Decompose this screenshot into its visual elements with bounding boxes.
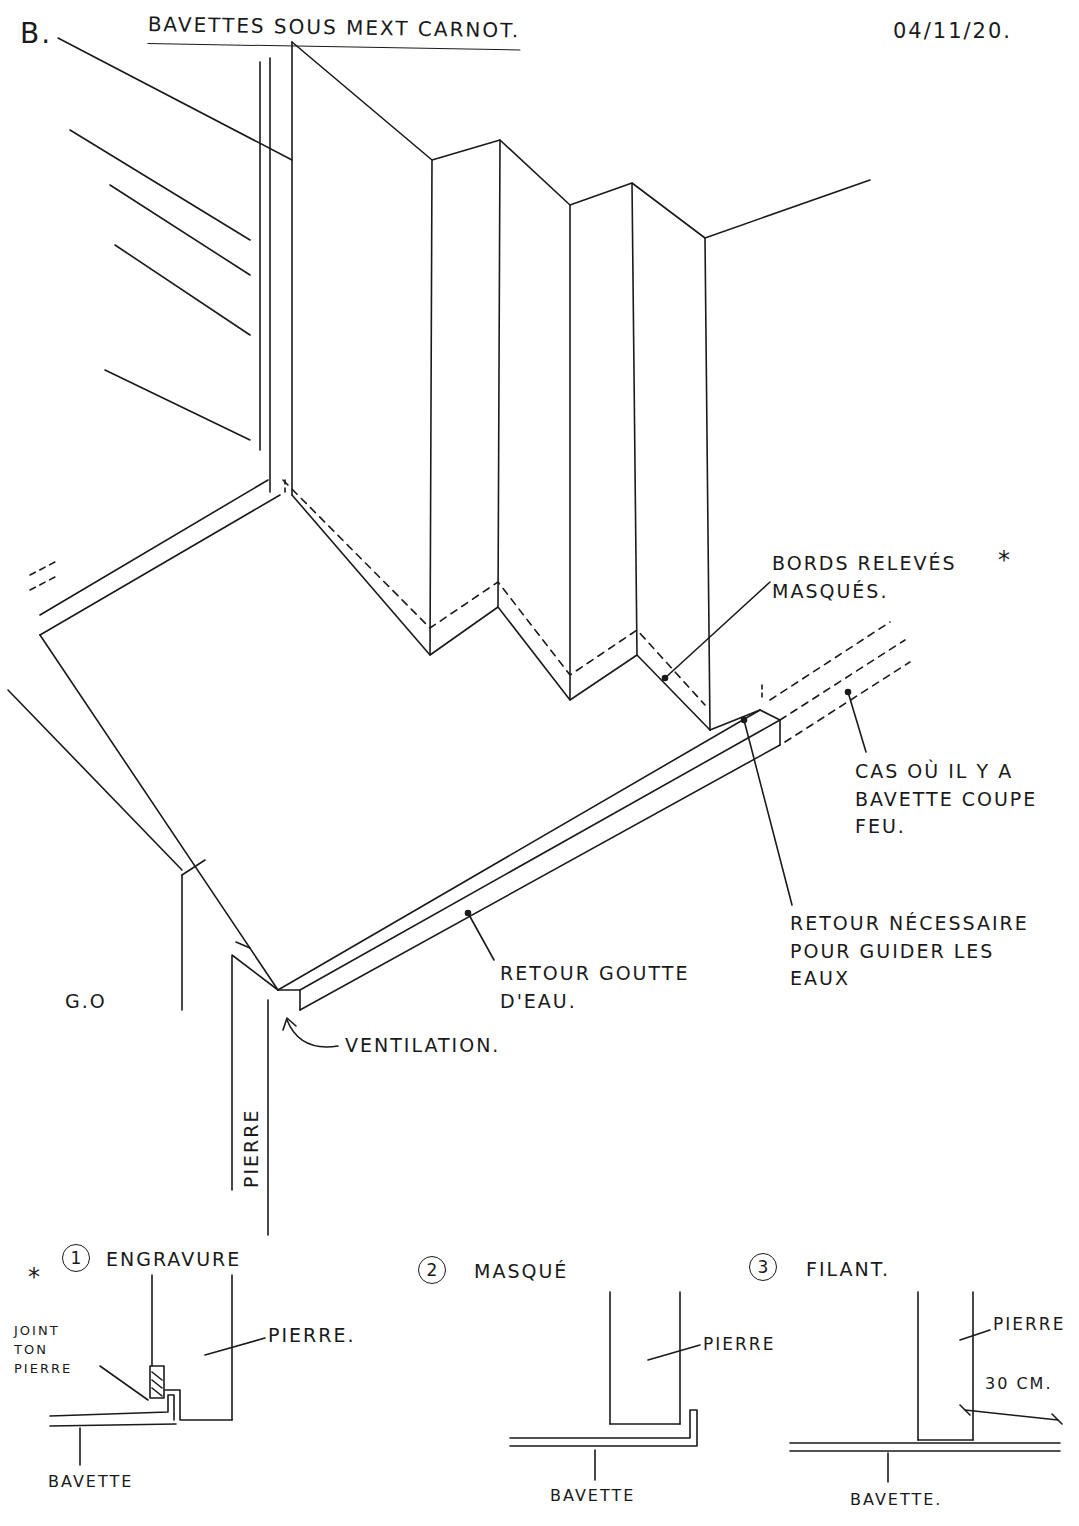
- leader-dot: [742, 718, 747, 723]
- bavette-end: [760, 710, 780, 745]
- section-line: [918, 1439, 973, 1441]
- note: BORDS RELEVÉS MASQUÉS.: [772, 550, 987, 605]
- sill-ext: [30, 562, 55, 575]
- wall-base: [292, 495, 710, 730]
- wall-top: [292, 42, 870, 238]
- part-label: BAVETTE.: [850, 1488, 942, 1511]
- leader-line: [648, 1345, 700, 1360]
- wall-edge: [705, 238, 710, 730]
- firebreak-line: [785, 662, 910, 742]
- date: 04/11/20.: [893, 16, 1012, 46]
- glass-line: [105, 370, 250, 440]
- callout-number: 2: [418, 1256, 446, 1284]
- stone-edge: [232, 955, 278, 1190]
- bavette-edge: [710, 710, 760, 730]
- arrow-head: [283, 1018, 296, 1030]
- frame-line: [259, 62, 261, 450]
- dimension-tick: [1052, 1414, 1062, 1424]
- joint: [150, 1366, 164, 1398]
- section-line: [151, 1275, 153, 1366]
- hatch: [152, 1388, 162, 1396]
- bavette-section: [50, 1424, 176, 1426]
- wall-edge: [569, 205, 571, 700]
- wall-edge: [498, 140, 500, 607]
- note: RETOUR NÉCESSAIRE POUR GUIDER LES EAUX: [790, 910, 1052, 993]
- section-line: [609, 1292, 611, 1424]
- masked-edge: [761, 685, 763, 700]
- sill-ext: [30, 577, 55, 590]
- wall-edge: [632, 183, 637, 655]
- leader-line: [594, 1450, 596, 1480]
- masked-edge: [283, 480, 705, 705]
- dimension-tick: [960, 1405, 970, 1415]
- section-line: [917, 1292, 919, 1440]
- leader-line: [468, 913, 494, 960]
- bavette-section: [510, 1410, 697, 1446]
- leader-line: [665, 582, 770, 678]
- note: RETOUR GOUTTE D'EAU.: [500, 960, 710, 1015]
- leader-line: [848, 692, 866, 752]
- part-label: G.O: [65, 988, 107, 1016]
- part-label: PIERRE.: [268, 1322, 356, 1350]
- frame-line: [269, 58, 271, 492]
- go-wall: [8, 690, 182, 870]
- note: VENTILATION.: [345, 1032, 500, 1060]
- part-label: PIERRE: [238, 1109, 266, 1188]
- firebreak-line: [780, 640, 905, 720]
- leader-dot: [846, 690, 851, 695]
- note: JOINT TON PIERRE: [14, 1322, 98, 1379]
- firebreak-line: [770, 622, 890, 700]
- hatch: [152, 1372, 162, 1380]
- leader-line: [887, 1453, 889, 1482]
- sill-edge: [40, 480, 268, 615]
- leader-dot: [466, 911, 471, 916]
- glass-line: [58, 38, 292, 160]
- bavette-end: [278, 990, 300, 1010]
- part-label: BAVETTE: [48, 1470, 133, 1493]
- glass-line: [70, 130, 250, 240]
- masked-edge: [284, 480, 286, 495]
- bavette-section: [50, 1395, 174, 1420]
- part-label: PIERRE: [993, 1312, 1065, 1337]
- section-line: [165, 1390, 232, 1420]
- frame-line: [291, 42, 293, 495]
- sheet-title: BAVETTES SOUS MEXT CARNOT.: [147, 10, 520, 50]
- part-label: PIERRE: [703, 1332, 775, 1357]
- wall-edge: [430, 160, 432, 655]
- dimension: 30 CM.: [985, 1372, 1053, 1395]
- hatch: [152, 1380, 162, 1388]
- asterisk: *: [28, 1260, 42, 1295]
- leader-line: [205, 1338, 265, 1355]
- section-title: MASQUÉ: [474, 1258, 568, 1286]
- sill-edge: [40, 495, 280, 635]
- bavette-edge: [40, 635, 278, 990]
- callout-number: 1: [62, 1244, 90, 1272]
- section-line: [972, 1292, 974, 1440]
- asterisk: *: [998, 543, 1012, 578]
- sheet-letter: B.: [20, 14, 52, 55]
- leader-line: [960, 1330, 990, 1340]
- glass-line: [115, 245, 250, 335]
- section-line: [679, 1292, 681, 1424]
- go-wall: [181, 875, 183, 1010]
- dimension-line: [965, 1410, 1058, 1420]
- section-line: [610, 1423, 680, 1425]
- bavette-edge: [300, 720, 780, 990]
- leader-line: [79, 1428, 81, 1465]
- part-label: BAVETTE: [550, 1484, 635, 1507]
- leader-dot: [663, 676, 668, 681]
- leader-line: [236, 942, 250, 948]
- leader-line: [744, 720, 792, 905]
- leader-line: [100, 1366, 148, 1400]
- section-title: FILANT.: [806, 1256, 890, 1284]
- stone-edge: [267, 1000, 269, 1235]
- go-wall: [182, 860, 205, 875]
- bavette-edge: [278, 710, 760, 990]
- section-title: ENGRAVURE: [106, 1246, 241, 1274]
- glass-line: [110, 185, 250, 275]
- bavette-section: [790, 1442, 1060, 1444]
- note: CAS OÙ IL Y A BAVETTE COUPE FEU.: [855, 758, 1045, 841]
- bavette-section: [790, 1450, 1060, 1452]
- callout-number: 3: [749, 1253, 777, 1281]
